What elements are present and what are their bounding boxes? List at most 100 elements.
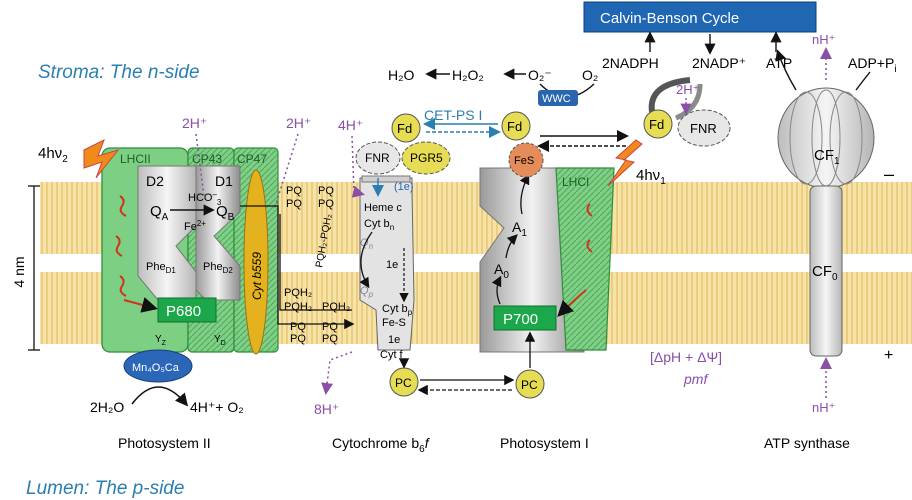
lhci-box [555, 167, 615, 351]
cf1-head [777, 87, 875, 189]
qn-label: Qn [360, 237, 374, 251]
yd-label: YD [214, 334, 226, 347]
caption-cyt: Cytochrome b6f [332, 435, 431, 455]
pq-7: PQ [322, 321, 338, 333]
p700-label: P700 [503, 311, 538, 328]
pq-2: PQ [286, 198, 302, 210]
fes-psi [508, 142, 544, 178]
light-bolt-psi [607, 139, 643, 187]
lhcii-label: LHCII [120, 152, 151, 166]
calvin-box [583, 1, 817, 33]
oneE-label: (1e) [394, 181, 414, 193]
lhci-label: LHCI [562, 175, 589, 189]
lumen-label: Lumen: The p-side [26, 478, 184, 499]
o2-product-label: 4H⁺+ O₂ [190, 399, 244, 415]
qb-label: QB [216, 203, 235, 223]
fnr-top [677, 109, 731, 147]
cf0-stalk [809, 185, 843, 357]
fes-cyt-label: Fe-S [382, 317, 406, 329]
cet-label: CET-PS I [424, 107, 482, 123]
e1-label: 1e [386, 259, 398, 271]
pc-2 [515, 369, 545, 399]
cp47-label: CP47 [237, 152, 267, 166]
nadph-label: 2NADPH [602, 55, 659, 71]
pq-3: PQ [318, 185, 334, 197]
qa-label: QA [150, 203, 169, 223]
fes-psi-label: FeS [514, 155, 534, 167]
fnr-cyt [355, 141, 401, 175]
photosystem-ii: LHCII CP43 CP47 Cyt b559 D2 D1 HCO–3 QA … [38, 115, 311, 415]
light-bolt-psii [83, 138, 120, 179]
h2o2-label: H₂O₂ [452, 67, 484, 83]
pqh2-3: PQH₂ [322, 301, 350, 313]
cyt-8h-label: 8H⁺ [314, 401, 339, 417]
fd-cyt-label: Fd [397, 121, 412, 136]
pq-8: PQ [322, 333, 338, 345]
atp-synthase: CF1 CF0 nH⁺ nH⁺ [ΔpH + ΔΨ] pmf [650, 32, 875, 415]
h2o-label: H₂O [388, 67, 415, 83]
cp43-label: CP43 [192, 152, 222, 166]
fd-fnr [643, 109, 673, 139]
caption-atp: ATP synthase [764, 435, 850, 451]
cytbn-label: Cyt bn [364, 218, 394, 232]
fnr-top-label: FNR [690, 121, 717, 136]
stroma-reactions: Calvin-Benson Cycle H₂O H₂O₂ O₂⁻ O₂ WWC … [388, 1, 897, 152]
psii-light-label: 4hν2 [38, 145, 68, 165]
psii-h-top-label: 2H⁺ [182, 115, 207, 131]
fd-cyt [391, 113, 421, 143]
psii-h-top2-label: 2H⁺ [286, 115, 311, 131]
pc-1-label: PC [395, 376, 412, 390]
cf1-label: CF1 [814, 147, 840, 167]
minus-sign: – [884, 164, 894, 184]
caption-psii: Photosystem II [118, 435, 211, 451]
thickness-label: 4 nm [11, 256, 27, 287]
pq-5: PQ [290, 321, 306, 333]
plus-sign: + [884, 347, 893, 364]
wwc-box [538, 90, 578, 106]
caption-psi: Photosystem I [500, 435, 589, 451]
pq-4: PQ [318, 198, 334, 210]
cf0-label: CF0 [812, 263, 838, 283]
hemec-label: Heme c [364, 202, 402, 214]
cyt-4h-label: 4H⁺ [338, 117, 363, 133]
phe-d2-label: PheD2 [203, 261, 233, 275]
psi-light-label: 4hν1 [636, 167, 666, 187]
pq-6: PQ [290, 333, 306, 345]
fe-label: Fe2+ [184, 219, 206, 233]
nh-top-label: nH⁺ [812, 32, 835, 47]
photosystem-i: LHCI A1 A0 P700 FeS Fd Fd CET-PS I 4hν1 … [391, 107, 666, 399]
fd-psi-label: Fd [507, 119, 522, 134]
p680-box [157, 297, 217, 323]
o2-label: O₂ [582, 67, 598, 83]
fd-psi [501, 111, 531, 141]
cyt-b559-ellipse [243, 169, 269, 355]
nadp-label: 2NADP⁺ [692, 55, 746, 71]
a1-label: A1 [512, 219, 527, 239]
pqh2-1: PQH₂ [284, 287, 312, 299]
p680-label: P680 [166, 303, 201, 320]
pmf-label: pmf [683, 371, 709, 387]
a0-label: A0 [494, 261, 509, 281]
d1-protein [195, 165, 241, 301]
stroma-label: Stroma: The n-side [38, 62, 200, 83]
e2-label: 1e [388, 334, 400, 346]
p700-box [493, 305, 557, 331]
phe-d1-label: PheD1 [146, 261, 176, 275]
fd-fnr-label: Fd [649, 117, 664, 132]
atp-label: ATP [766, 55, 792, 71]
cytochrome-b6f: Heme c Cyt bn Qn 1e Qp Cyt bp Fe-S 1e Cy… [314, 117, 451, 417]
hco3-label: HCO–3 [188, 190, 222, 207]
qp-label: Qp [360, 285, 374, 299]
cytf-label: Cyt f [380, 349, 404, 361]
fnr-cyt-label: FNR [365, 151, 390, 165]
pc-2-label: PC [521, 378, 538, 392]
water-arrow [131, 386, 189, 407]
o2minus-label: O₂⁻ [528, 67, 552, 83]
mn-cluster-label: Mn₄O₅Ca [132, 362, 180, 374]
nh-bottom-label: nH⁺ [812, 400, 835, 415]
cyt-b6f-body [359, 177, 415, 351]
adp-label: ADP+Pi [848, 55, 897, 75]
yz-label: YZ [155, 334, 167, 347]
pq-1: PQ [286, 185, 302, 197]
